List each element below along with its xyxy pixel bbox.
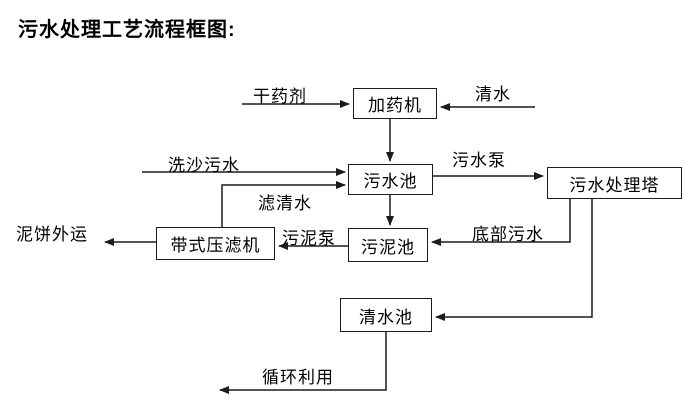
node-sludge-pool: 污泥池 bbox=[348, 228, 428, 262]
edge-treatment-tower-to-clean-water-pool bbox=[435, 199, 593, 321]
edge-label-sand-washing-sewage: 洗沙污水 bbox=[168, 156, 240, 175]
page-title: 污水处理工艺流程框图: bbox=[18, 19, 236, 41]
edge-label-clean-water: 清水 bbox=[475, 85, 511, 104]
edge-filtered-water-to-sewage-pool bbox=[221, 181, 346, 227]
edge-label-filtered-water: 滤清水 bbox=[258, 194, 312, 213]
edge-label-sewage-pump: 污水泵 bbox=[452, 151, 506, 170]
edge-label-recycle-use: 循环利用 bbox=[262, 368, 334, 387]
node-clean-water-pool: 清水池 bbox=[340, 298, 432, 332]
edge-clean-water-pool-to-recycle bbox=[219, 332, 387, 394]
node-treatment-tower: 污水处理塔 bbox=[547, 167, 682, 199]
edge-label-mud-cake-out: 泥饼外运 bbox=[16, 225, 88, 244]
edge-label-dry-agent: 干药剂 bbox=[253, 87, 307, 106]
edge-bottom-sewage-to-sludge-pool bbox=[431, 199, 571, 246]
edge-label-sludge-pump: 污泥泵 bbox=[282, 229, 336, 248]
node-belt-filter-press: 带式压滤机 bbox=[156, 227, 275, 260]
node-dosing-machine: 加药机 bbox=[353, 88, 437, 119]
node-sewage-pool: 污水池 bbox=[348, 164, 433, 195]
edge-label-bottom-sewage: 底部污水 bbox=[472, 225, 544, 244]
